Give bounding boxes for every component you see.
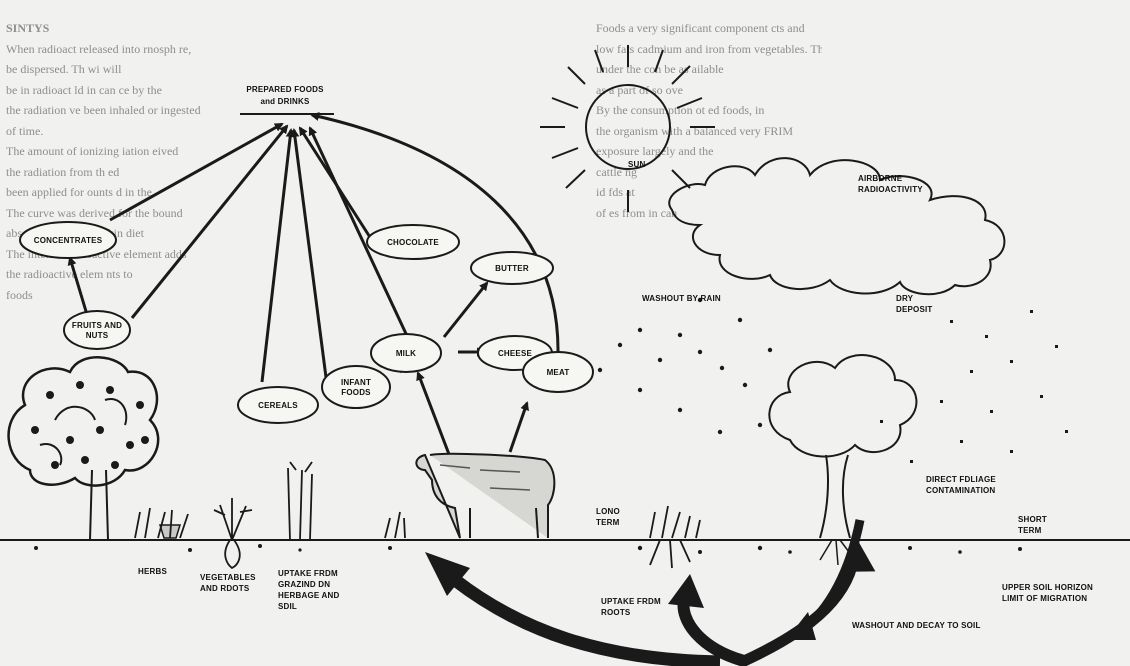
bg-right-line: exposure largely and the — [596, 144, 714, 158]
label-cereals: CEREALS — [258, 401, 298, 410]
sun-illustration — [540, 45, 715, 212]
node-infant-foods — [321, 365, 391, 409]
bg-left-line: the radioactive elem nts to — [6, 267, 133, 281]
bg-right-line: of es from in can — [596, 205, 678, 220]
bg-right-line: id fds at — [596, 185, 635, 199]
label-long-term-2: TERM — [596, 518, 620, 527]
fruit-dots — [31, 381, 149, 469]
node-butter — [470, 251, 554, 285]
label-butter: BUTTER — [495, 264, 529, 273]
node-concentrates — [19, 221, 117, 259]
herbs-illustration — [134, 507, 189, 539]
label-foliage-2: CONTAMINATION — [926, 486, 995, 495]
grass-tuft-right — [649, 505, 701, 569]
bg-right-line: Foods a very significant component cts a… — [596, 21, 805, 35]
label-cheese: CHEESE — [498, 349, 533, 358]
label-washout-decay: WASHOUT AND DECAY TO SOIL — [852, 621, 981, 630]
label-concentrates: CONCENTRATES — [34, 236, 103, 245]
bg-left-line: be dispersed. Th wi will — [6, 62, 122, 76]
label-meat: MEAT — [547, 368, 570, 377]
grain-stalks — [287, 461, 313, 541]
label-infant-line2: FOODS — [341, 388, 371, 397]
bg-left-line: The curve was derived for the bound — [6, 205, 183, 220]
bg-heading: SINTYS — [6, 21, 50, 35]
background-text-left: SINTYS When radioact released into rnosp… — [6, 18, 306, 458]
cow-illustration — [415, 452, 556, 539]
cloud-illustration — [668, 157, 1006, 296]
label-uptake-grazing-2: GRAZIND DN — [278, 580, 330, 589]
food-chain-arrows — [67, 112, 560, 471]
bg-left-line: The amount of ionizing iation eived — [6, 144, 179, 158]
label-dry-2: DEPOSIT — [896, 305, 933, 314]
soil-speckles — [34, 544, 1022, 554]
label-fruits-line1: FRUITS AND — [72, 321, 122, 330]
label-long-term-1: LONO — [596, 507, 620, 516]
bg-left-line: the radiation ve been inhaled or ingeste… — [6, 103, 201, 117]
label-uptake-grazing-3: HERBAGE AND — [278, 591, 339, 600]
node-prepared-line1: PREPARED FOODS — [246, 85, 324, 94]
label-uptake-grazing-4: SDIL — [278, 602, 297, 611]
node-milk — [370, 333, 442, 373]
label-short-term-2: TERM — [1018, 526, 1042, 535]
bg-left-line: be in radioact ld in can ce by the — [6, 82, 162, 97]
label-chocolate: CHOCOLATE — [387, 238, 439, 247]
node-meat — [522, 351, 594, 393]
bg-right-line: By the consumption ot ed foods, in — [596, 103, 765, 117]
label-airborne-2: RADIOACTIVITY — [858, 185, 923, 194]
label-infant-line1: INFANT — [341, 378, 371, 387]
bg-left-line: of time. — [6, 123, 44, 138]
node-prepared-line2: and DRINKS — [260, 97, 310, 106]
bg-left-line: When radioact released into rnosph re, — [6, 41, 192, 56]
bg-right-line: low fats cadmium and iron from vegetable… — [596, 41, 822, 56]
label-uptake-grazing-1: UPTAKE FRDM — [278, 569, 338, 578]
node-fruits-nuts — [63, 310, 131, 350]
tree-to-soil-arrowhead — [786, 612, 816, 640]
label-foliage-1: DIRECT FDLIAGE — [926, 475, 996, 484]
label-vegetables-1: VEGETABLES — [200, 573, 256, 582]
node-chocolate — [366, 224, 460, 260]
label-upper-soil-2: LIMIT OF MIGRATION — [1002, 594, 1087, 603]
label-uptake-roots-2: ROOTS — [601, 608, 631, 617]
grass-tuft-left — [384, 511, 406, 539]
bg-left-line: foods — [6, 287, 33, 302]
label-washout-rain: WASHOUT BY RAIN — [642, 294, 721, 303]
rain-drops — [597, 297, 773, 435]
curved-arrowhead-roots — [668, 574, 704, 608]
bg-left-line: been applied for ounts d in the — [6, 185, 152, 199]
bg-left-line: the radiation from th ed — [6, 164, 120, 179]
vegetable-illustration — [213, 498, 253, 570]
curved-arrow-to-roots — [677, 598, 750, 666]
right-tree-illustration — [768, 354, 918, 539]
label-vegetables-2: AND RDOTS — [200, 584, 250, 593]
label-short-term-1: SHORT — [1018, 515, 1047, 524]
bg-right-line: the organism with a balanced very FRIM — [596, 123, 794, 138]
curved-arrowhead-grazing — [425, 552, 470, 596]
dry-deposit-particles — [880, 310, 1068, 463]
label-sun: SUN — [628, 160, 646, 169]
label-upper-soil-1: UPPER SOIL HORIZON — [1002, 583, 1093, 592]
curved-arrow-to-grazing — [451, 574, 721, 666]
label-fruits-line2: NUTS — [86, 331, 109, 340]
label-herbs: HERBS — [138, 567, 167, 576]
label-uptake-roots-1: UPTAKE FRDM — [601, 597, 661, 606]
label-airborne-1: AIRBORNE — [858, 174, 903, 183]
label-milk: MILK — [396, 349, 416, 358]
curved-arrow-to-soil — [739, 564, 858, 666]
fruit-tree-illustration — [7, 356, 160, 541]
node-cereals — [237, 386, 319, 424]
label-dry-1: DRY — [896, 294, 914, 303]
